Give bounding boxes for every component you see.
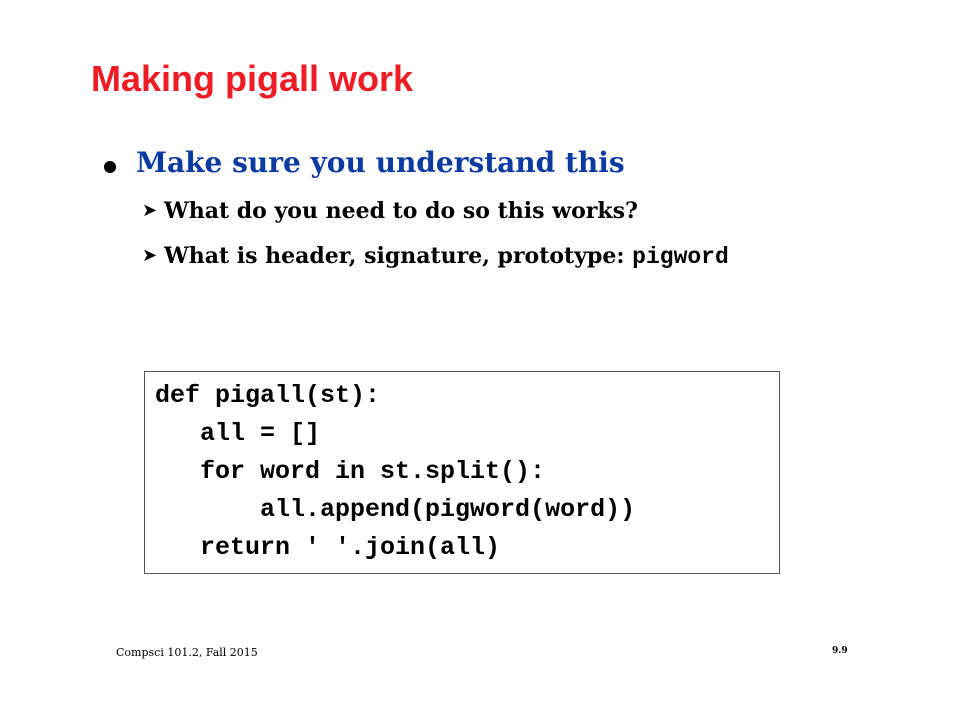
code-line: return ' '.join(all) bbox=[155, 533, 501, 562]
bullet-dot-icon bbox=[104, 161, 116, 173]
sub-bullet-2-code: pigword bbox=[632, 244, 729, 270]
arrow-bullet-icon: ➤ bbox=[142, 245, 158, 266]
sub-bullet-1: ➤ What do you need to do so this works? bbox=[142, 198, 638, 224]
sub-bullet-1-text: What do you need to do so this works? bbox=[164, 198, 638, 224]
arrow-bullet-icon: ➤ bbox=[142, 200, 158, 221]
main-bullet: Make sure you understand this bbox=[136, 146, 625, 179]
slide-title: Making pigall work bbox=[91, 58, 414, 99]
code-line: all = [] bbox=[155, 419, 321, 448]
sub-bullet-2-text: What is header, signature, prototype: bbox=[164, 243, 633, 269]
code-line: all.append(pigword(word)) bbox=[155, 495, 636, 524]
code-line: for word in st.split(): bbox=[155, 457, 546, 486]
footer-page-number: 9.9 bbox=[832, 646, 848, 656]
footer-course: Compsci 101.2, Fall 2015 bbox=[116, 646, 258, 659]
code-line: def pigall(st): bbox=[155, 381, 381, 410]
code-box: def pigall(st): all = [] for word in st.… bbox=[144, 371, 780, 574]
sub-bullet-2: ➤ What is header, signature, prototype: p… bbox=[142, 243, 729, 270]
